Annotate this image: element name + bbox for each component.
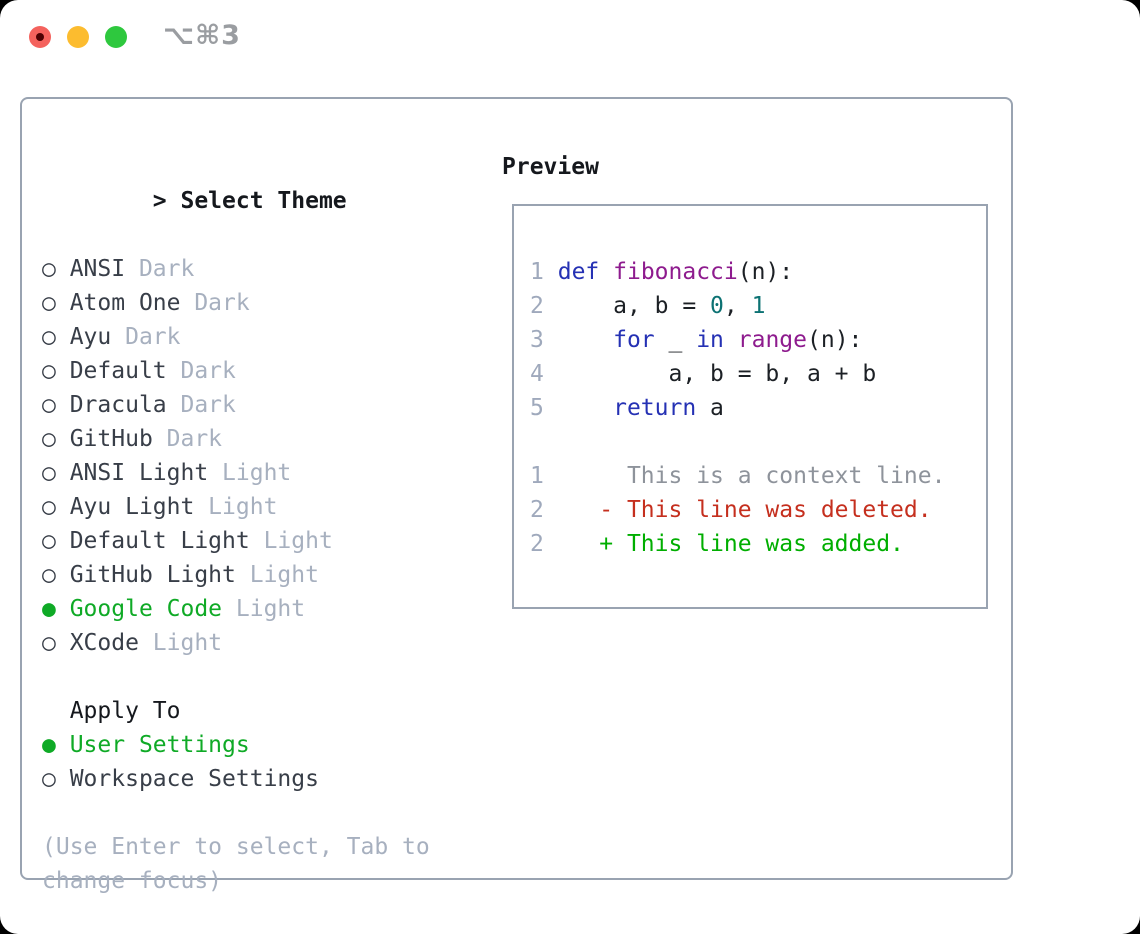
- theme-name: GitHub Light: [69, 562, 236, 588]
- theme-option-ansi-dark[interactable]: ○ ANSI Dark: [42, 252, 442, 286]
- keyboard-shortcut-label: ⌥⌘3: [163, 20, 241, 51]
- minimize-button[interactable]: [67, 26, 89, 48]
- theme-option-dracula-dark[interactable]: ○ Dracula Dark: [42, 388, 442, 422]
- code-line: 4 a, b = b, a + b: [530, 361, 877, 387]
- theme-name: Ayu: [69, 324, 112, 350]
- apply-to-header: Apply To: [69, 698, 181, 724]
- radio-icon: ○: [42, 392, 70, 418]
- theme-variant-label: Light: [208, 460, 292, 486]
- theme-name: Atom One: [69, 290, 181, 316]
- theme-variant-label: Dark: [166, 392, 236, 418]
- theme-variant-label: Light: [138, 630, 223, 656]
- apply-to-list: ● User Settings○ Workspace Settings: [42, 728, 442, 796]
- code-line: 2 + This line was added.: [530, 531, 904, 557]
- radio-icon: ○: [42, 256, 70, 282]
- code-line: 1 This is a context line.: [530, 463, 946, 489]
- theme-variant-label: Dark: [166, 358, 236, 384]
- theme-variant-label: Light: [222, 596, 306, 622]
- theme-section: > Select Theme ○ ANSI Dark○ Atom One Dar…: [42, 150, 442, 898]
- apply-option-label: Workspace Settings: [69, 766, 319, 792]
- radio-icon: ○: [42, 426, 70, 452]
- theme-option-ansi-light-light[interactable]: ○ ANSI Light Light: [42, 456, 442, 490]
- line-number: 1: [530, 259, 544, 285]
- radio-icon: ○: [42, 358, 70, 384]
- theme-variant-label: Dark: [125, 256, 195, 282]
- radio-icon: ○: [42, 494, 70, 520]
- theme-name: ANSI Light: [69, 460, 209, 486]
- theme-option-ayu-light-light[interactable]: ○ Ayu Light Light: [42, 490, 442, 524]
- code-line: 1 def fibonacci(n):: [530, 259, 794, 285]
- code-line: [530, 425, 986, 459]
- cursor-chevron-icon: >: [152, 188, 181, 214]
- apply-option-label: User Settings: [69, 732, 250, 758]
- theme-variant-label: Dark: [180, 290, 250, 316]
- theme-option-xcode-light[interactable]: ○ XCode Light: [42, 626, 442, 660]
- line-number: 5: [530, 395, 544, 421]
- line-number: 4: [530, 361, 544, 387]
- radio-icon: ○: [42, 528, 70, 554]
- theme-option-default-dark[interactable]: ○ Default Dark: [42, 354, 442, 388]
- theme-name: XCode: [69, 630, 139, 656]
- radio-selected-icon: ●: [42, 732, 70, 758]
- theme-option-default-light-light[interactable]: ○ Default Light Light: [42, 524, 442, 558]
- theme-variant-label: Light: [235, 562, 319, 588]
- theme-name: ANSI: [69, 256, 126, 282]
- apply-option-workspace-settings[interactable]: ○ Workspace Settings: [42, 762, 442, 796]
- theme-option-github-dark[interactable]: ○ GitHub Dark: [42, 422, 442, 456]
- main-panel: > Select Theme ○ ANSI Dark○ Atom One Dar…: [20, 97, 1013, 894]
- radio-icon: ○: [42, 324, 70, 350]
- close-dot-icon: [36, 33, 44, 41]
- code-line: 2 a, b = 0, 1: [530, 293, 766, 319]
- theme-option-google-code-light[interactable]: ● Google Code Light: [42, 592, 442, 626]
- help-text: (Use Enter to select, Tab to change focu…: [42, 834, 430, 894]
- line-number: 2: [530, 497, 544, 523]
- theme-option-github-light-light[interactable]: ○ GitHub Light Light: [42, 558, 442, 592]
- theme-variant-label: Light: [194, 494, 278, 520]
- radio-icon: ○: [42, 460, 70, 486]
- theme-option-atom-one-dark[interactable]: ○ Atom One Dark: [42, 286, 442, 320]
- theme-name: Dracula: [69, 392, 167, 418]
- radio-icon: ○: [42, 562, 70, 588]
- select-theme-header: > Select Theme: [42, 150, 442, 252]
- theme-list: ○ ANSI Dark○ Atom One Dark○ Ayu Dark○ De…: [42, 252, 442, 660]
- select-theme-title: Select Theme: [180, 188, 347, 214]
- zoom-button[interactable]: [105, 26, 127, 48]
- theme-name: GitHub: [69, 426, 153, 452]
- line-number: 1: [530, 463, 544, 489]
- line-number: 2: [530, 531, 544, 557]
- theme-variant-label: Light: [249, 528, 333, 554]
- theme-variant-label: Dark: [111, 324, 181, 350]
- theme-variant-label: Dark: [152, 426, 223, 452]
- theme-name: Default: [69, 358, 167, 384]
- radio-icon: ○: [42, 630, 70, 656]
- code-line: 3 for _ in range(n):: [530, 327, 863, 353]
- line-number: 2: [530, 293, 544, 319]
- theme-name: Ayu Light: [69, 494, 195, 520]
- line-number: 3: [530, 327, 544, 353]
- apply-option-user-settings[interactable]: ● User Settings: [42, 728, 442, 762]
- radio-icon: ○: [42, 766, 70, 792]
- theme-name: Default Light: [69, 528, 250, 554]
- preview-title: Preview: [502, 154, 599, 180]
- radio-icon: ○: [42, 290, 70, 316]
- code-line: 2 - This line was deleted.: [530, 497, 932, 523]
- theme-option-ayu-dark[interactable]: ○ Ayu Dark: [42, 320, 442, 354]
- code-line: 5 return a: [530, 395, 724, 421]
- theme-name: Google Code: [69, 596, 223, 622]
- close-button[interactable]: [29, 26, 51, 48]
- radio-selected-icon: ●: [42, 596, 70, 622]
- preview-pane: 1 def fibonacci(n): 2 a, b = 0, 1 3 for _ …: [512, 204, 988, 609]
